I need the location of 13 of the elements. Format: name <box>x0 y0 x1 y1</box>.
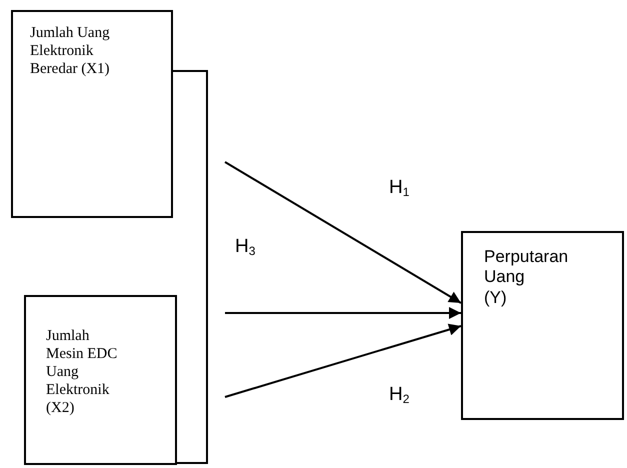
arrow <box>225 307 461 319</box>
arrow <box>224 161 462 304</box>
variable-box <box>24 295 177 465</box>
hypothesis-label: H$_{3}$ <box>235 237 256 257</box>
arrow <box>224 324 462 398</box>
variable-label: Jumlah Uang Elektronik Beredar (X1) <box>30 24 111 78</box>
bracket-connector <box>173 70 208 464</box>
variable-label: Jumlah Mesin EDC Uang Elektronik (X2) <box>46 327 118 417</box>
variable-box <box>461 231 624 420</box>
variable-label: Perputaran Uang (Y) <box>484 247 570 308</box>
variable-box <box>11 10 173 218</box>
hypothesis-label: H$_{2}$ <box>389 385 410 405</box>
hypothesis-label: H$_{1}$ <box>389 178 410 198</box>
